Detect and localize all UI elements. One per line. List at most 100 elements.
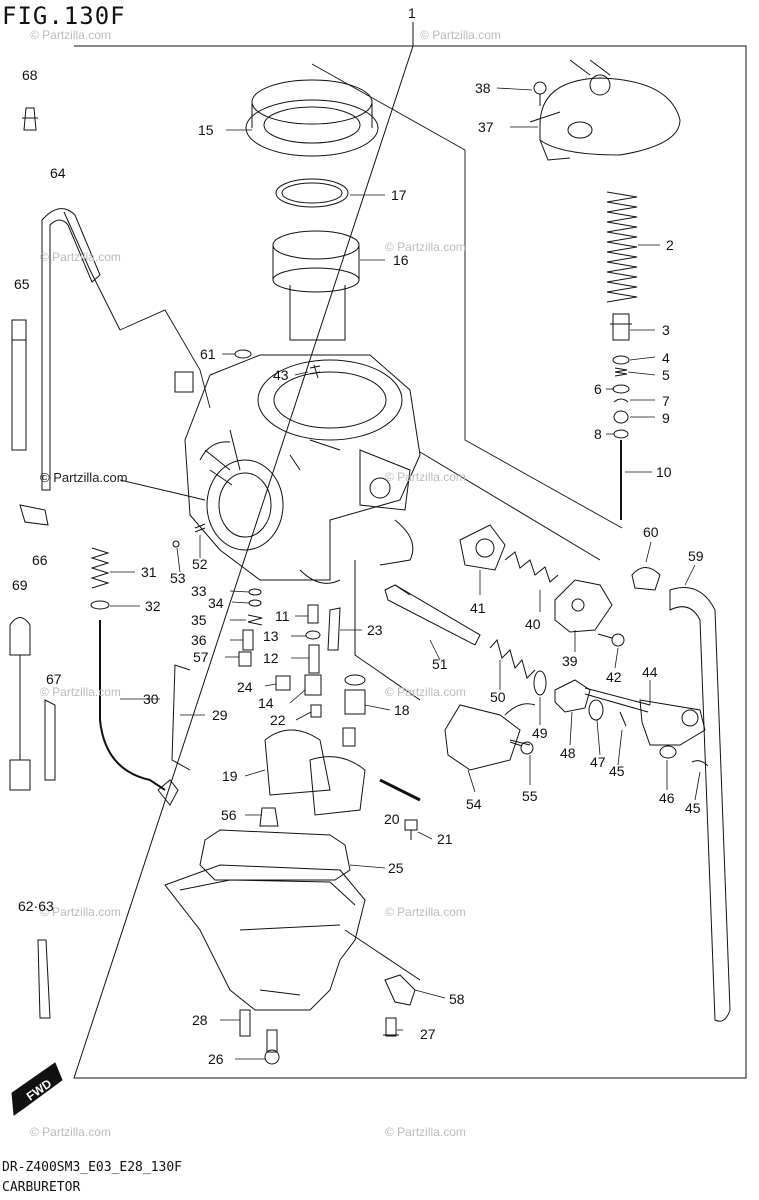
fwd-direction-badge xyxy=(11,1062,63,1116)
callout-46[interactable]: 46 xyxy=(659,790,675,806)
seat-9 xyxy=(613,410,629,424)
callout-4[interactable]: 4 xyxy=(662,350,670,366)
callout-39[interactable]: 39 xyxy=(562,653,578,669)
callout-13[interactable]: 13 xyxy=(263,628,279,644)
callout-32[interactable]: 32 xyxy=(145,598,161,614)
callout-3[interactable]: 3 xyxy=(662,322,670,338)
callout-33[interactable]: 33 xyxy=(191,583,207,599)
callout-26[interactable]: 26 xyxy=(208,1051,224,1067)
callout-38[interactable]: 38 xyxy=(475,80,491,96)
callout-30[interactable]: 30 xyxy=(143,691,159,707)
washer-46 xyxy=(659,745,677,759)
callout-11[interactable]: 11 xyxy=(275,608,290,624)
callout-1[interactable]: 1 xyxy=(408,5,416,21)
watermark: © Partzilla.com xyxy=(30,1125,111,1139)
clip-45a xyxy=(619,711,627,727)
washer-34 xyxy=(248,599,262,607)
screw-43 xyxy=(309,364,321,379)
callout-14[interactable]: 14 xyxy=(258,695,274,711)
carburetor-body xyxy=(174,354,421,584)
callout-49[interactable]: 49 xyxy=(532,725,548,741)
callout-35[interactable]: 35 xyxy=(191,612,207,628)
screw-26 xyxy=(264,1029,280,1065)
callout-43[interactable]: 43 xyxy=(273,367,289,383)
watermark: © Partzilla.com xyxy=(30,28,111,42)
callout-21[interactable]: 21 xyxy=(437,831,453,847)
callout-8[interactable]: 8 xyxy=(594,426,602,442)
callout-60[interactable]: 60 xyxy=(643,524,659,540)
cable-end-30 xyxy=(157,779,179,806)
callout-15[interactable]: 15 xyxy=(198,122,214,138)
callout-54[interactable]: 54 xyxy=(466,796,482,812)
callout-12[interactable]: 12 xyxy=(263,650,279,666)
callout-20[interactable]: 20 xyxy=(384,811,400,827)
callout-64[interactable]: 64 xyxy=(50,165,66,181)
callout-53[interactable]: 53 xyxy=(170,570,186,586)
callout-44[interactable]: 44 xyxy=(642,664,658,680)
watermark: © Partzilla.com xyxy=(385,1125,466,1139)
callout-67[interactable]: 67 xyxy=(46,671,62,687)
callout-61[interactable]: 61 xyxy=(200,346,216,362)
callout-47[interactable]: 47 xyxy=(590,754,606,770)
callout-10[interactable]: 10 xyxy=(656,464,672,480)
o-ring-33 xyxy=(248,588,262,596)
callout-62-63[interactable]: 62·63 xyxy=(18,898,54,914)
callout-2[interactable]: 2 xyxy=(666,237,674,253)
callout-34[interactable]: 34 xyxy=(208,595,224,611)
callout-37[interactable]: 37 xyxy=(478,119,494,135)
cover-39 xyxy=(554,579,613,633)
cap-57 xyxy=(238,651,252,667)
spring-35 xyxy=(247,614,263,626)
watermark: © Partzilla.com xyxy=(385,470,466,484)
callout-56[interactable]: 56 xyxy=(221,807,237,823)
callout-18[interactable]: 18 xyxy=(394,702,410,718)
callout-9[interactable]: 9 xyxy=(662,410,670,426)
screw-52 xyxy=(194,523,206,533)
callout-68[interactable]: 68 xyxy=(22,67,38,83)
callout-40[interactable]: 40 xyxy=(525,616,541,632)
callout-45[interactable]: 45 xyxy=(685,800,701,816)
callout-45[interactable]: 45 xyxy=(609,763,625,779)
callout-41[interactable]: 41 xyxy=(470,600,486,616)
callout-55[interactable]: 55 xyxy=(522,788,538,804)
screw-28 xyxy=(239,1009,251,1037)
callout-5[interactable]: 5 xyxy=(662,367,670,383)
callout-51[interactable]: 51 xyxy=(432,656,448,672)
callout-6[interactable]: 6 xyxy=(594,381,602,397)
clip-56 xyxy=(259,807,279,827)
watermark: © Partzilla.com xyxy=(385,905,466,919)
callout-19[interactable]: 19 xyxy=(222,768,238,784)
callout-17[interactable]: 17 xyxy=(391,187,407,203)
pin-20 xyxy=(379,778,421,802)
spring-31 xyxy=(90,547,110,589)
callout-22[interactable]: 22 xyxy=(270,712,286,728)
clip-62-63 xyxy=(37,939,51,1019)
o-ring-13 xyxy=(305,630,321,640)
callout-42[interactable]: 42 xyxy=(606,669,622,685)
callout-27[interactable]: 27 xyxy=(420,1026,436,1042)
callout-24[interactable]: 24 xyxy=(237,679,253,695)
footer-caption: CARBURETOR xyxy=(2,1180,81,1195)
callout-23[interactable]: 23 xyxy=(367,622,383,638)
plug-53 xyxy=(172,540,180,548)
callout-28[interactable]: 28 xyxy=(192,1012,208,1028)
callout-69[interactable]: 69 xyxy=(12,577,28,593)
callout-16[interactable]: 16 xyxy=(393,252,409,268)
washer-6 xyxy=(612,384,630,394)
callout-29[interactable]: 29 xyxy=(212,707,228,723)
callout-31[interactable]: 31 xyxy=(141,564,157,580)
callout-58[interactable]: 58 xyxy=(449,991,465,1007)
callout-7[interactable]: 7 xyxy=(662,393,670,409)
callout-36[interactable]: 36 xyxy=(191,632,207,648)
callout-25[interactable]: 25 xyxy=(388,860,404,876)
callout-50[interactable]: 50 xyxy=(490,689,506,705)
callout-65[interactable]: 65 xyxy=(14,276,30,292)
clip-60 xyxy=(631,567,661,591)
callout-52[interactable]: 52 xyxy=(192,556,208,572)
sensor-69 xyxy=(9,617,31,791)
callout-57[interactable]: 57 xyxy=(193,649,209,665)
callout-66[interactable]: 66 xyxy=(32,552,48,568)
spring-2 xyxy=(606,191,638,303)
callout-48[interactable]: 48 xyxy=(560,745,576,761)
callout-59[interactable]: 59 xyxy=(688,548,704,564)
